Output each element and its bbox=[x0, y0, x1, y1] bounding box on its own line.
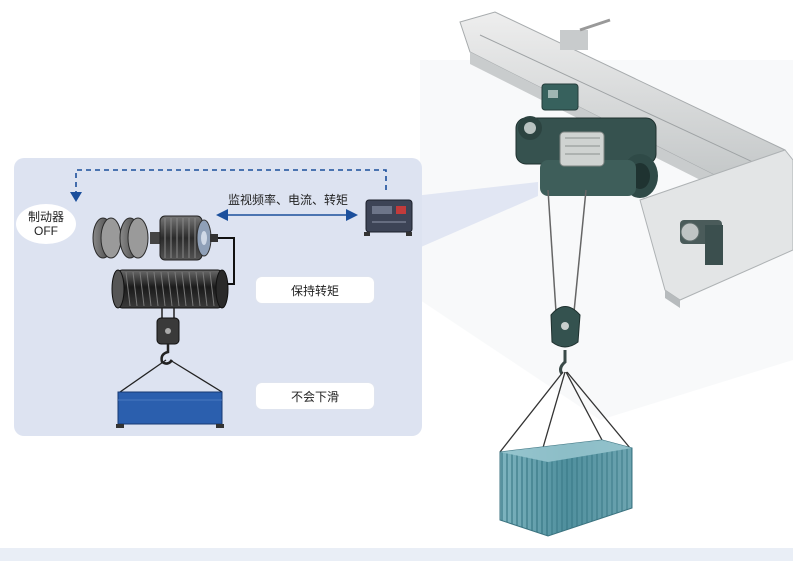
hold-torque-label: 保持转矩 bbox=[256, 277, 374, 303]
brake-label-line2: OFF bbox=[34, 224, 58, 238]
brake-disc-icon bbox=[92, 217, 122, 259]
no-slide-label: 不会下滑 bbox=[256, 383, 374, 409]
callout-connector bbox=[414, 182, 538, 250]
motor-icon bbox=[150, 215, 218, 261]
brake-label: 制动器 OFF bbox=[16, 210, 76, 238]
brake-bubble bbox=[16, 204, 76, 244]
brake-label-line1: 制动器 bbox=[27, 210, 64, 224]
feedback-arrowhead-icon bbox=[70, 192, 82, 202]
drum-icon bbox=[111, 269, 229, 309]
hook-icon bbox=[156, 317, 180, 365]
sling-line bbox=[169, 359, 223, 393]
sling-line bbox=[119, 359, 167, 393]
load-box-icon bbox=[116, 391, 224, 428]
monitor-label: 监视频率、电流、转矩 bbox=[227, 193, 348, 207]
feedback-dashed-line bbox=[75, 169, 387, 194]
inverter-icon bbox=[364, 199, 413, 236]
crane-illustration bbox=[420, 11, 793, 537]
arrow-left-icon bbox=[216, 209, 228, 221]
arrow-right-icon bbox=[346, 209, 358, 221]
brake-disc-icon bbox=[119, 217, 149, 259]
bottom-strip bbox=[0, 548, 793, 561]
